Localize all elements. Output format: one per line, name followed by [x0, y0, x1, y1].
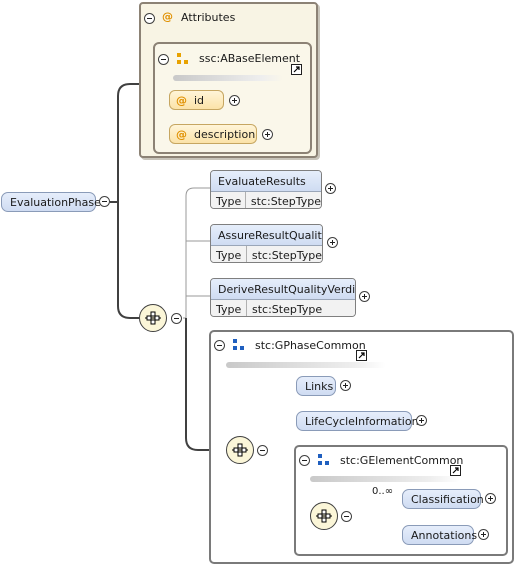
type-label: Type	[211, 300, 247, 316]
element-links[interactable]: Links	[296, 376, 336, 396]
type-value: stc:StepType	[251, 248, 322, 262]
sequence-compositor[interactable]	[310, 502, 338, 530]
group-title: stc:GPhaseCommon	[255, 339, 366, 352]
collapse-icon[interactable]	[144, 13, 155, 24]
element-name: LifeCycleInformation	[305, 414, 419, 428]
collapse-icon[interactable]	[158, 54, 169, 65]
collapse-icon[interactable]	[214, 340, 225, 351]
sequence-compositor-icon	[145, 311, 161, 325]
expand-icon[interactable]	[325, 183, 336, 194]
separator	[310, 476, 460, 482]
root-element[interactable]: EvaluationPhase	[1, 192, 101, 212]
element-evaluate-results[interactable]: EvaluateResults Type stc:StepType	[210, 170, 322, 209]
element-name: Classification	[411, 492, 484, 506]
base-element-ref: ssc:ABaseElement	[199, 52, 301, 65]
attributes-group: @ Attributes ssc:ABaseElement @ id @ des…	[139, 2, 318, 158]
element-name: Links	[305, 379, 334, 393]
attribute-id[interactable]: @ id	[169, 90, 224, 110]
group-icon	[233, 339, 244, 350]
sequence-compositor[interactable]	[139, 304, 167, 332]
expand-icon[interactable]	[359, 291, 370, 302]
base-element-panel: ssc:ABaseElement @ id @ description	[153, 42, 312, 154]
element-lifecycle-information[interactable]: LifeCycleInformation	[296, 411, 419, 431]
element-name: DeriveResultQualityVerdict	[218, 282, 356, 296]
sequence-compositor[interactable]	[226, 436, 254, 464]
collapse-icon[interactable]	[171, 313, 182, 324]
element-name: AssureResultQuality	[218, 228, 323, 242]
separator	[226, 362, 386, 368]
type-label: Type	[211, 192, 246, 208]
root-element-label: EvaluationPhase	[10, 195, 101, 209]
element-annotations[interactable]: Annotations	[402, 525, 478, 545]
collapse-icon[interactable]	[257, 445, 268, 456]
attributes-title: Attributes	[181, 11, 236, 24]
collapse-icon[interactable]	[341, 511, 352, 522]
type-value: stc:StepType	[252, 302, 323, 316]
group-icon	[318, 454, 329, 465]
separator	[173, 75, 283, 81]
attribute-at-icon: @	[176, 93, 187, 107]
expand-icon[interactable]	[485, 493, 496, 504]
expand-icon[interactable]	[416, 415, 427, 426]
attribute-at-icon: @	[176, 127, 187, 141]
expand-icon[interactable]	[327, 237, 338, 248]
element-classification[interactable]: Classification	[402, 489, 484, 509]
reference-link-icon[interactable]	[291, 64, 302, 75]
sequence-compositor-icon	[232, 443, 248, 457]
reference-link-icon[interactable]	[356, 350, 367, 361]
element-name: EvaluateResults	[218, 174, 306, 188]
element-derive-result-quality-verdict[interactable]: DeriveResultQualityVerdict Type stc:Step…	[210, 278, 356, 317]
expand-icon[interactable]	[229, 95, 240, 106]
attribute-group-icon	[177, 53, 188, 64]
attribute-at-icon: @	[162, 10, 173, 23]
type-label: Type	[211, 246, 247, 262]
attribute-description[interactable]: @ description	[169, 124, 257, 144]
attribute-label: id	[194, 93, 205, 107]
collapse-icon[interactable]	[99, 196, 110, 207]
reference-link-icon[interactable]	[450, 465, 461, 476]
expand-icon[interactable]	[340, 380, 351, 391]
expand-icon[interactable]	[262, 129, 273, 140]
attribute-label: description	[194, 127, 256, 141]
group-title: stc:GElementCommon	[340, 454, 464, 467]
element-name: Annotations	[411, 528, 478, 542]
element-assure-result-quality[interactable]: AssureResultQuality Type stc:StepType	[210, 224, 323, 263]
sequence-compositor-icon	[316, 509, 332, 523]
expand-icon[interactable]	[478, 529, 489, 540]
collapse-icon[interactable]	[299, 455, 310, 466]
cardinality-label: 0..∞	[372, 486, 394, 497]
type-value: stc:StepType	[250, 194, 321, 208]
